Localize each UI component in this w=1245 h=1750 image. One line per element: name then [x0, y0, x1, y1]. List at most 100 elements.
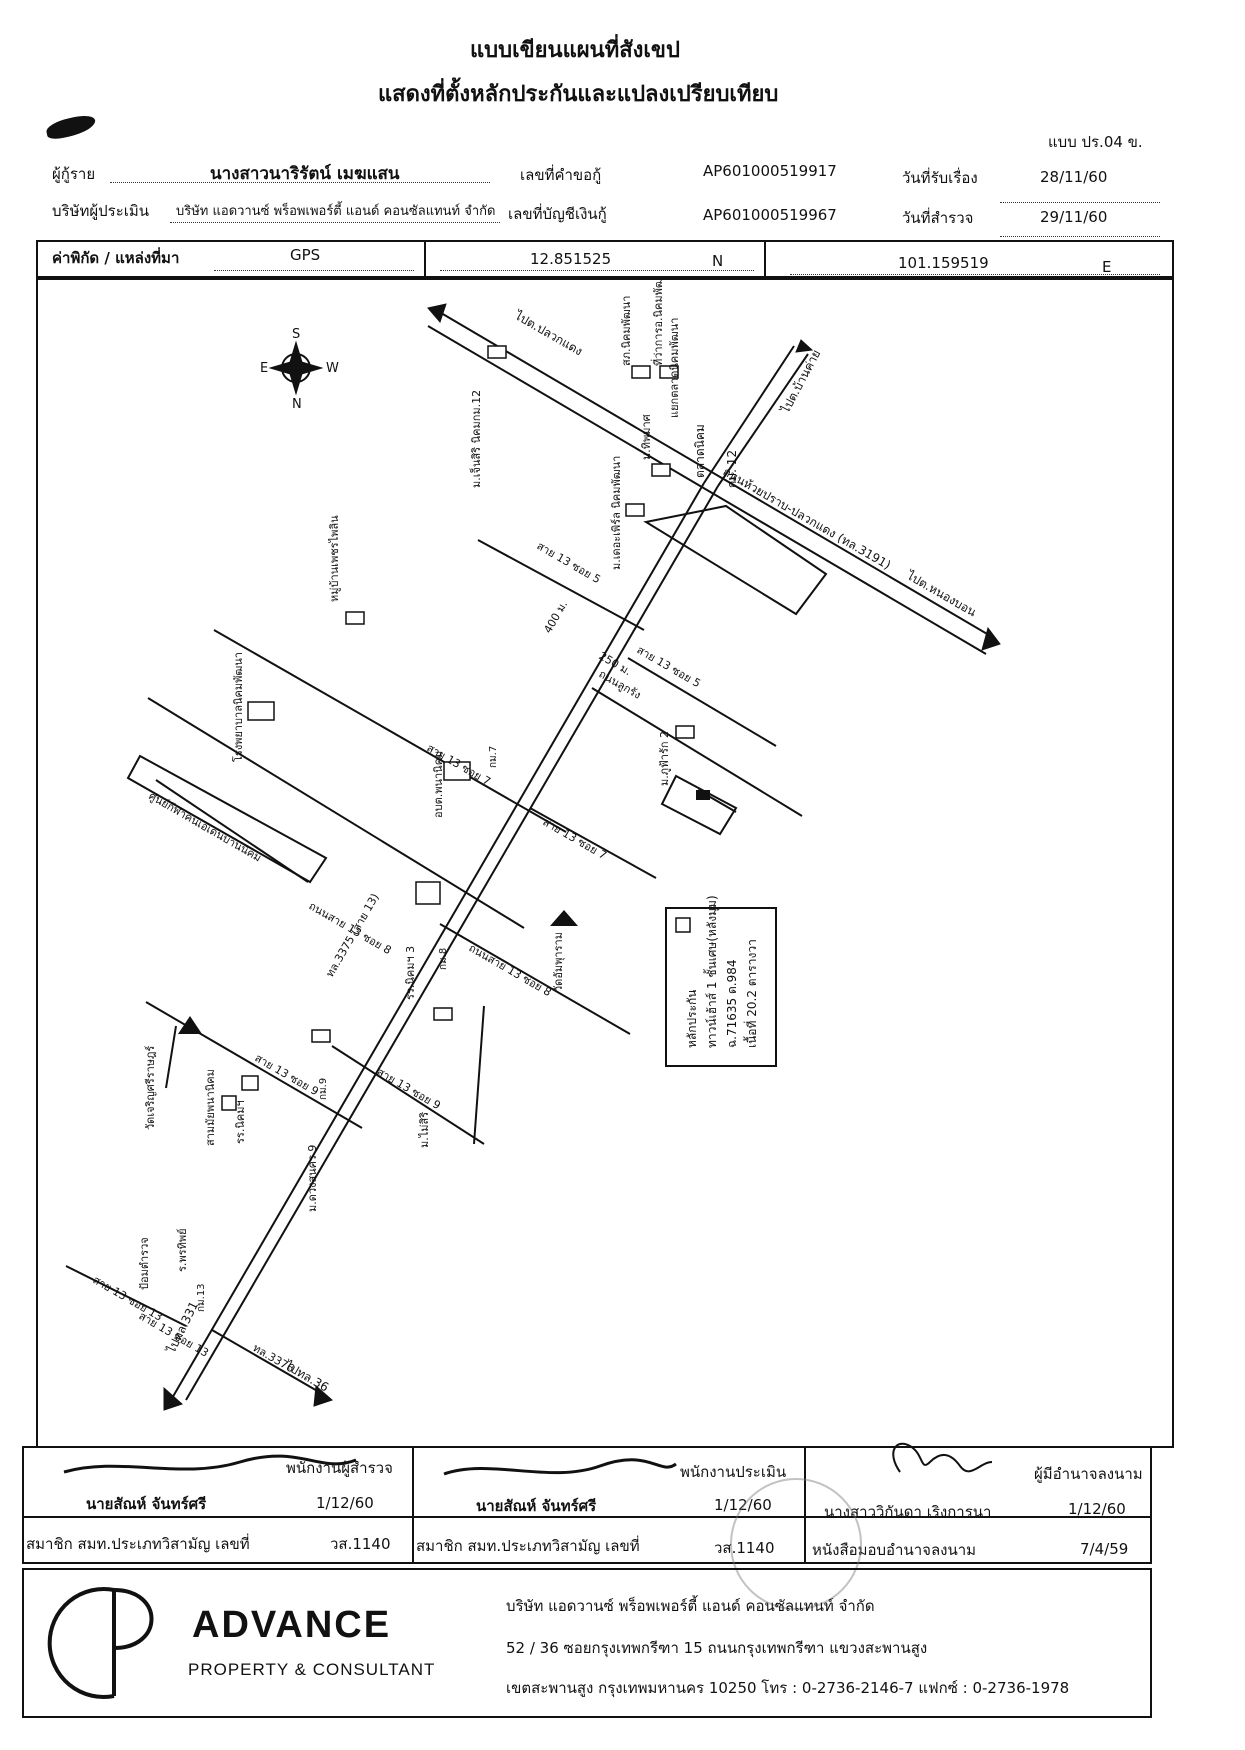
account-no: AP601000519967 [703, 206, 837, 224]
compass-n: N [292, 397, 302, 412]
ink-blot [44, 112, 98, 142]
legend-symbol-icon [675, 917, 691, 933]
soi-7-west-road [213, 629, 567, 833]
brand-tagline: PROPERTY & CONSULTANT [188, 1660, 436, 1679]
road-ban-khai-east [717, 353, 809, 487]
compass-rose [268, 340, 324, 396]
request-no: AP601000519917 [703, 162, 837, 180]
label-sport: ศูนย์กีฬาคนเอเดนบานนิคม [147, 789, 264, 864]
address-line-2: เขตสะพานสูง กรุงเทพมหานคร 10250 โทร : 0-… [506, 1679, 1070, 1697]
survey-label: วันที่สำรวจ [902, 209, 974, 227]
brand-name: ADVANCE [192, 1604, 392, 1646]
rubber-road [591, 687, 803, 817]
arrow-to-ban-khai [795, 339, 814, 353]
coords-divider-2 [764, 240, 766, 278]
sig1-member-label: สมาชิก สมท.ประเภทวิสามัญ เลขที่ [26, 1535, 250, 1553]
soi-13-west [65, 1265, 187, 1327]
arrow-to-nong-bon [981, 626, 1001, 651]
appraiser-name: บริษัท แอดวานซ์ พร็อพเพอร์ตี้ แอนด์ คอนซ… [176, 204, 496, 219]
signature-block [22, 1446, 1152, 1564]
sig2-name: นายสัณห์ จันทร์ศรี [476, 1497, 597, 1515]
market-plot [643, 504, 828, 616]
address-line-1: 52 / 36 ซอยกรุงเทพกรีฑา 15 ถนนกรุงเทพกรี… [506, 1639, 928, 1657]
label-school-3: รร.นิคมฯ 3 [404, 946, 417, 1000]
label-shop: ร.พรทิพย์ [176, 1228, 189, 1272]
sig3-name: นางสาววิกันดา เริงการนา [824, 1503, 992, 1521]
borrower-label: ผู้กู้ราย [52, 165, 96, 183]
legend-box [665, 907, 777, 1067]
signature-2 [443, 1458, 677, 1476]
soi-9-east-stub [473, 1005, 485, 1145]
borrower-dotline [110, 182, 490, 183]
compass-w: W [326, 361, 339, 376]
main-road-north-edge [435, 309, 995, 639]
coords-lon: 101.159519 [898, 254, 989, 272]
soi-8-east [439, 923, 631, 1035]
soi-5-west [477, 539, 645, 631]
legend-type: ทาวน์เฮ้าส์ 1 ชั้นเศษ(หลังมุม) [703, 895, 720, 1048]
signature-1 [63, 1454, 357, 1474]
soi-9-stub [165, 1025, 177, 1089]
map-canvas: S N E W ไปต.ปลวกแดง ไปต.บ้านค่าย ถนนห้วย… [65, 278, 1001, 1411]
legend-deed: ฉ.71635 ด.984 [725, 960, 739, 1049]
compass-s: S [292, 327, 300, 342]
survey-date: 29/11/60 [1040, 208, 1108, 226]
label-village-2: หมู่บ้านเพชรไพลิน [328, 515, 341, 602]
appraiser-label: บริษัทผู้ประเมิน [52, 202, 150, 220]
label-to-top-right: ไปต.บ้านค่าย [778, 347, 824, 416]
sig1-member-no: วส.1140 [330, 1535, 391, 1553]
label-main-road: ถนนห้วยปราบ-ปลวกแดง (ทล.3191) [721, 464, 894, 572]
hospital-icon [247, 701, 275, 721]
label-soi-9b: สาย 13 ซอย 9 [375, 1065, 443, 1112]
sport-field [126, 754, 328, 884]
village-3-icon [487, 345, 507, 359]
soi-9-east [331, 1045, 485, 1145]
hospital-road [147, 697, 525, 929]
page-subtitle: แสดงที่ตั้งหลักประกันและแปลงเปรียบเทียบ [378, 81, 779, 107]
label-soi-9: สาย 13 ซอย 9 [253, 1051, 321, 1098]
coords-label: ค่าพิกัด / แหล่งที่มา [52, 249, 180, 267]
arrow-to-hwy-331 [163, 1386, 183, 1411]
label-market-2: แยกตลาดนิคมพัฒนา [668, 318, 681, 418]
label-village-5: ม.ทิพมาศ [640, 414, 653, 460]
coords-lat: 12.851525 [530, 250, 612, 268]
survey-dotline [1000, 236, 1160, 237]
label-km9: กม.9 [318, 1078, 329, 1100]
road-ban-khai-west [703, 345, 795, 484]
sig1-role: พนักงานผู้สำรวจ [286, 1459, 393, 1477]
coords-lat-dir: N [712, 252, 724, 270]
label-village-6: ม.ไม่สิริ [418, 1112, 431, 1148]
arrow-to-hwy-36 [313, 1384, 333, 1407]
arrow-to-pluak-daeng [427, 303, 447, 323]
label-rr: รร.นิคมฯ [234, 1100, 247, 1144]
soi-5-east [627, 657, 777, 747]
borrower-name: นางสาวนาริรัตน์ เมฆแสน [210, 164, 400, 184]
market-3-icon [221, 1095, 237, 1111]
company-name: บริษัท แอดวานซ์ พร็อพเพอร์ตี้ แอนด์ คอนซ… [506, 1597, 875, 1615]
soi-9-west [145, 1001, 363, 1129]
label-village-1: ม.ภูฟ้ารัก 2 [658, 731, 671, 786]
label-soi-7b: สาย 13 ซอย 7 [541, 815, 609, 862]
signature-3 [892, 1442, 993, 1473]
village-5-icon [651, 463, 671, 477]
hwy-3375-west [170, 482, 705, 1401]
coords-lon-dir: E [1102, 258, 1112, 276]
sig-divider-1 [412, 1446, 414, 1564]
request-no-label: เลขที่คำขอกู้ [520, 166, 602, 184]
label-km12: กม. 12 [725, 450, 739, 488]
sig3-role: ผู้มีอำนาจลงนาม [1034, 1465, 1143, 1483]
subject-lots [660, 774, 738, 836]
police-station-icon [631, 365, 651, 379]
page-title: แบบเขียนแผนที่สังเขป [470, 37, 680, 63]
sig1-name: นายสัณห์ จันทร์ศรี [86, 1495, 207, 1513]
sig3-date: 1/12/60 [1068, 1500, 1126, 1518]
sig2-member-label: สมาชิก สมท.ประเภทวิสามัญ เลขที่ [416, 1537, 640, 1555]
legend-symbol: หลักประกัน [685, 989, 699, 1048]
form-code: แบบ ปร.04 ข. [1048, 133, 1143, 151]
hwy-3375-east [185, 485, 719, 1401]
sig3-auth-date: 7/4/59 [1080, 1540, 1129, 1558]
label-km8: กม.8 [438, 948, 449, 970]
sig1-date: 1/12/60 [316, 1494, 374, 1512]
received-date: 28/11/60 [1040, 168, 1108, 186]
main-road-south-edge [427, 325, 987, 655]
